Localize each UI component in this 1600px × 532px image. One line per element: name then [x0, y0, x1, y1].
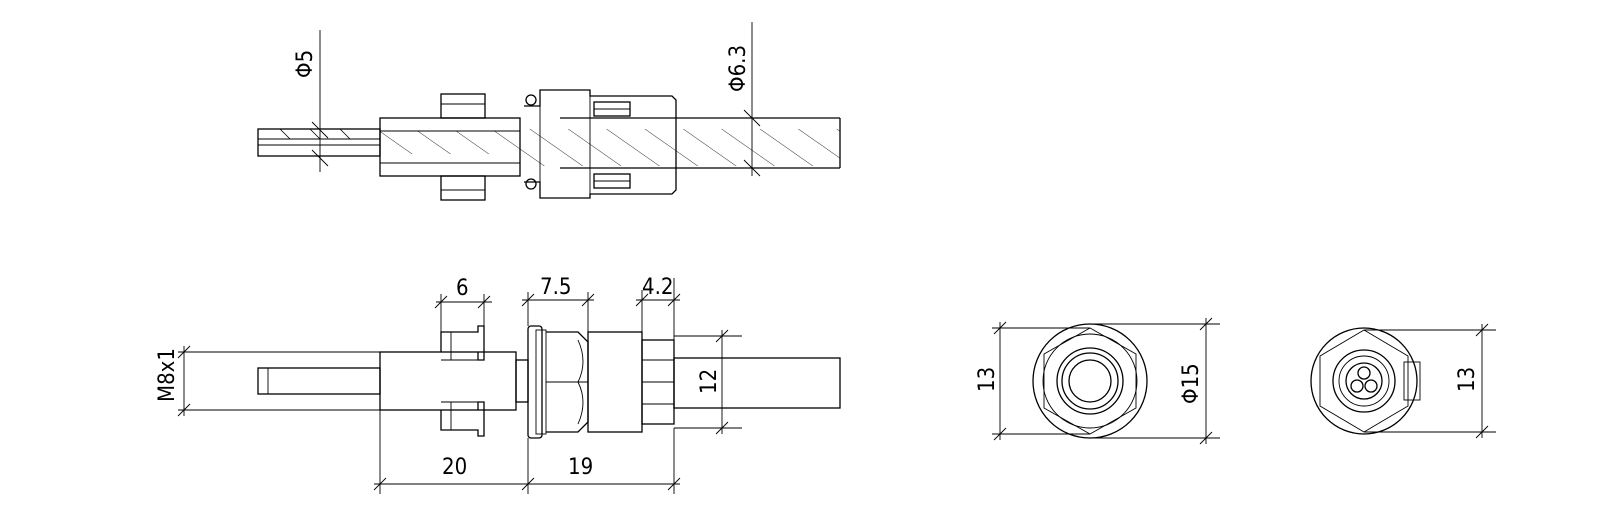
dim-front-height-left: 13	[975, 321, 1090, 441]
nut-teeth	[440, 325, 485, 437]
hex-body	[546, 331, 643, 433]
housing-section	[524, 89, 841, 199]
dim-label-front-length: 20	[442, 455, 467, 480]
dim-nut-width: 6	[434, 276, 492, 332]
cable-rod-section	[257, 128, 381, 157]
dim-label-tail: 4.2	[642, 275, 673, 300]
front-view-right: 13	[1310, 323, 1496, 439]
tail-hex	[641, 339, 841, 425]
dim-label-tail-height: 12	[697, 369, 722, 394]
dim-label-front-height-right: 13	[1455, 367, 1480, 392]
outer-ring-right	[1310, 327, 1418, 435]
outer-ring	[1032, 323, 1148, 439]
o-ring-top	[525, 94, 537, 106]
side-view: 6 7.5 4.2 M8x1	[155, 275, 841, 494]
dim-label-nut: 6	[456, 276, 469, 301]
flange	[527, 325, 543, 439]
pin-1	[1357, 366, 1371, 380]
dim-label-body-dia: Φ6.3	[726, 45, 751, 92]
dim-front-diameter: Φ15	[1090, 317, 1220, 445]
dim-body-diameter: Φ6.3	[726, 22, 761, 177]
dim-front-height-right: 13	[1364, 323, 1496, 439]
dim-lengths: 20 19	[373, 410, 681, 494]
section-view: Φ5 Φ6.3	[257, 22, 841, 201]
dim-tail-height: 12	[674, 329, 742, 435]
nut-section	[440, 93, 486, 201]
dim-label-rear-length: 19	[568, 455, 593, 480]
dim-thread: M8x1	[155, 345, 380, 417]
cable-tail	[257, 367, 381, 395]
o-ring-bottom	[525, 178, 537, 190]
dim-label-cable-dia: Φ5	[293, 50, 318, 78]
front-view-left: 13 Φ15	[975, 317, 1220, 445]
dim-label-hex: 7.5	[540, 275, 571, 300]
threaded-sleeve	[379, 351, 517, 411]
pin-3	[1364, 379, 1378, 393]
bore	[1068, 359, 1112, 403]
pin-2	[1350, 379, 1364, 393]
dim-label-front-height-left: 13	[975, 367, 1000, 392]
dim-tail-width: 4.2	[635, 275, 681, 340]
dim-hex-width: 7.5	[521, 275, 595, 332]
dim-label-front-diameter: Φ15	[1179, 363, 1204, 404]
dim-cable-diameter: Φ5	[293, 30, 329, 172]
dim-label-thread: M8x1	[155, 348, 180, 402]
